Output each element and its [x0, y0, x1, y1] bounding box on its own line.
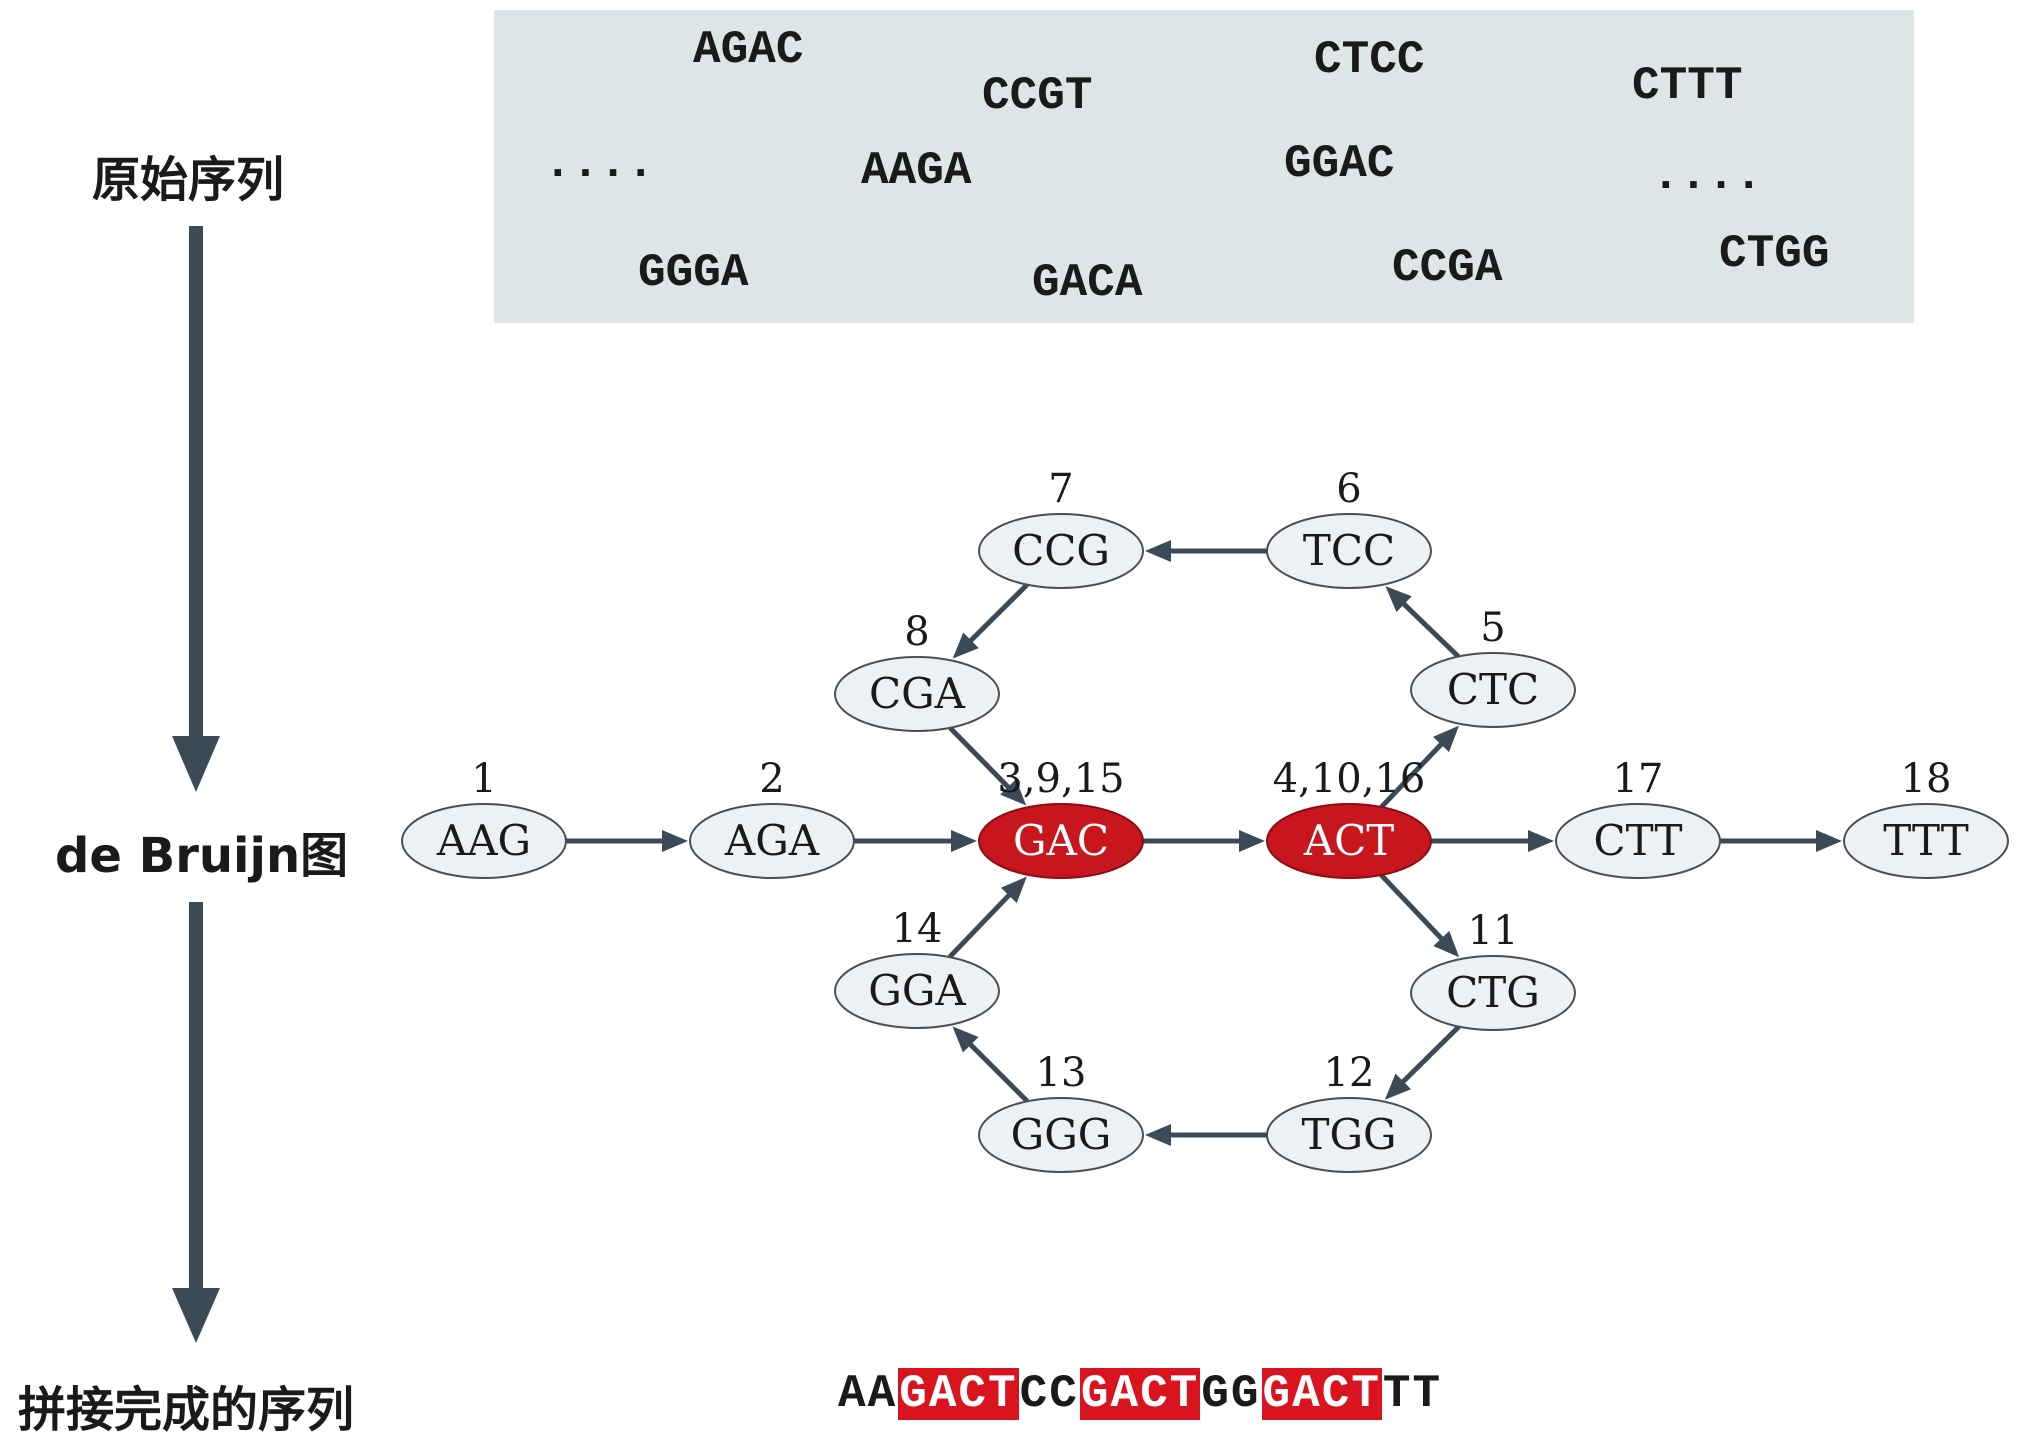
node-order-number: 13 [1036, 1050, 1087, 1096]
sequence-segment: AA [838, 1368, 898, 1420]
node-ccg: CCG 7 [978, 466, 1144, 589]
node-ctc: CTC 5 [1410, 605, 1576, 728]
read-item: CCGT [982, 70, 1093, 122]
node-order-number: 17 [1613, 756, 1664, 802]
node-act: ACT 4,10,16 [1266, 756, 1432, 879]
read-item: GGAC [1284, 138, 1395, 190]
read-item: GACA [1032, 257, 1143, 309]
node-order-number: 2 [759, 756, 784, 802]
node-gac: GAC 3,9,15 [978, 756, 1144, 879]
edge-tcc-to-ccg [1145, 540, 1267, 562]
read-item: AGAC [693, 24, 804, 76]
read-item: AAGA [861, 145, 972, 197]
node-label: TTT [1883, 816, 1969, 865]
edge-gac-to-act [1143, 830, 1265, 852]
edge-gga-to-gac [947, 876, 1027, 959]
read-item: CTCC [1314, 34, 1425, 86]
node-tgg: TGG 12 [1266, 1050, 1432, 1173]
stage-label-graph: de Bruijn图 [55, 828, 349, 884]
node-label: TGG [1301, 1110, 1396, 1159]
stage-label-reads: 原始序列 [92, 152, 285, 208]
node-label: CGA [869, 669, 966, 718]
node-order-number: 18 [1901, 756, 1952, 802]
node-order-number: 11 [1468, 908, 1519, 954]
node-order-number: 3,9,15 [997, 756, 1124, 802]
node-shape [1410, 652, 1576, 728]
read-item: CCGA [1392, 242, 1503, 294]
edge-ctc-to-tcc [1385, 586, 1461, 659]
node-label: GGG [1011, 1110, 1112, 1159]
stage-arrow-graph-to-assembled [172, 902, 220, 1343]
edge-aag-to-aga [566, 830, 688, 852]
edge-act-to-ctg [1379, 873, 1460, 958]
node-aag: AAG 1 [401, 756, 567, 879]
edge-act-to-ctt [1431, 830, 1554, 852]
node-order-number: 14 [892, 906, 943, 952]
sequence-segment-highlighted: GACT [1079, 1368, 1201, 1420]
sequence-segment-highlighted: GACT [1261, 1368, 1382, 1420]
node-label: TCC [1303, 526, 1395, 575]
node-shape [1843, 803, 2009, 879]
read-item: GGGA [638, 247, 749, 299]
edge-ggg-to-gga [952, 1026, 1030, 1104]
read-item: .... [1652, 150, 1763, 202]
node-order-number: 8 [904, 609, 929, 655]
sequence-segment: TT [1382, 1368, 1443, 1420]
node-order-number: 4,10,16 [1273, 756, 1426, 802]
node-cga: CGA 8 [834, 609, 1000, 732]
edge-act-to-ctc [1379, 725, 1459, 809]
node-ctg: CTG 11 [1410, 908, 1576, 1031]
node-shape [1266, 513, 1432, 589]
stage-arrow-reads-to-graph [172, 226, 220, 792]
node-label: GGA [868, 966, 966, 1015]
read-item: CTGG [1719, 228, 1830, 280]
reads-panel: AGAC CCGT CTCC CTTT .... AAGA GGAC .... … [494, 10, 1914, 323]
edge-aga-to-gac [854, 830, 977, 852]
sequence-segment: GG [1201, 1368, 1261, 1420]
node-order-number: 5 [1480, 605, 1505, 651]
node-ctt: CTT 17 [1555, 756, 1721, 879]
node-shape [1555, 803, 1721, 879]
node-order-number: 7 [1048, 466, 1073, 512]
node-aga: AGA 2 [689, 756, 855, 879]
node-shape [978, 803, 1144, 879]
node-order-number: 6 [1336, 466, 1361, 512]
sequence-segment: CC [1019, 1368, 1079, 1420]
node-label: CTC [1447, 665, 1539, 714]
node-shape [834, 953, 1000, 1029]
node-shape [978, 1097, 1144, 1173]
edge-ctg-to-tgg [1384, 1024, 1461, 1100]
edge-ctt-to-ttt [1720, 830, 1842, 852]
node-label: AAG [436, 816, 531, 865]
node-label: CTG [1446, 968, 1540, 1017]
edge-ccg-to-cga [952, 582, 1029, 659]
node-shape [1266, 1097, 1432, 1173]
node-tcc: TCC 6 [1266, 466, 1432, 589]
sequence-segment-highlighted: GACT [898, 1368, 1019, 1420]
edge-tgg-to-ggg [1145, 1124, 1267, 1146]
node-shape [689, 803, 855, 879]
node-label: ACT [1303, 816, 1394, 865]
node-gga: GGA 14 [834, 906, 1000, 1029]
node-order-number: 12 [1324, 1050, 1375, 1096]
node-shape [1266, 803, 1432, 879]
node-shape [978, 513, 1144, 589]
node-shape [834, 656, 1000, 732]
node-order-number: 1 [471, 756, 496, 802]
node-shape [1410, 955, 1576, 1031]
read-item: .... [544, 138, 655, 190]
edge-cga-to-gac [948, 726, 1027, 806]
node-label: CCG [1012, 526, 1110, 575]
node-label: CTT [1594, 816, 1683, 865]
read-item: CTTT [1632, 60, 1743, 112]
stage-label-assembled: 拼接完成的序列 [18, 1382, 355, 1438]
node-label: AGA [724, 816, 820, 865]
node-label: GAC [1013, 816, 1109, 865]
node-ggg: GGG 13 [978, 1050, 1144, 1173]
node-shape [401, 803, 567, 879]
node-ttt: TTT 18 [1843, 756, 2009, 879]
